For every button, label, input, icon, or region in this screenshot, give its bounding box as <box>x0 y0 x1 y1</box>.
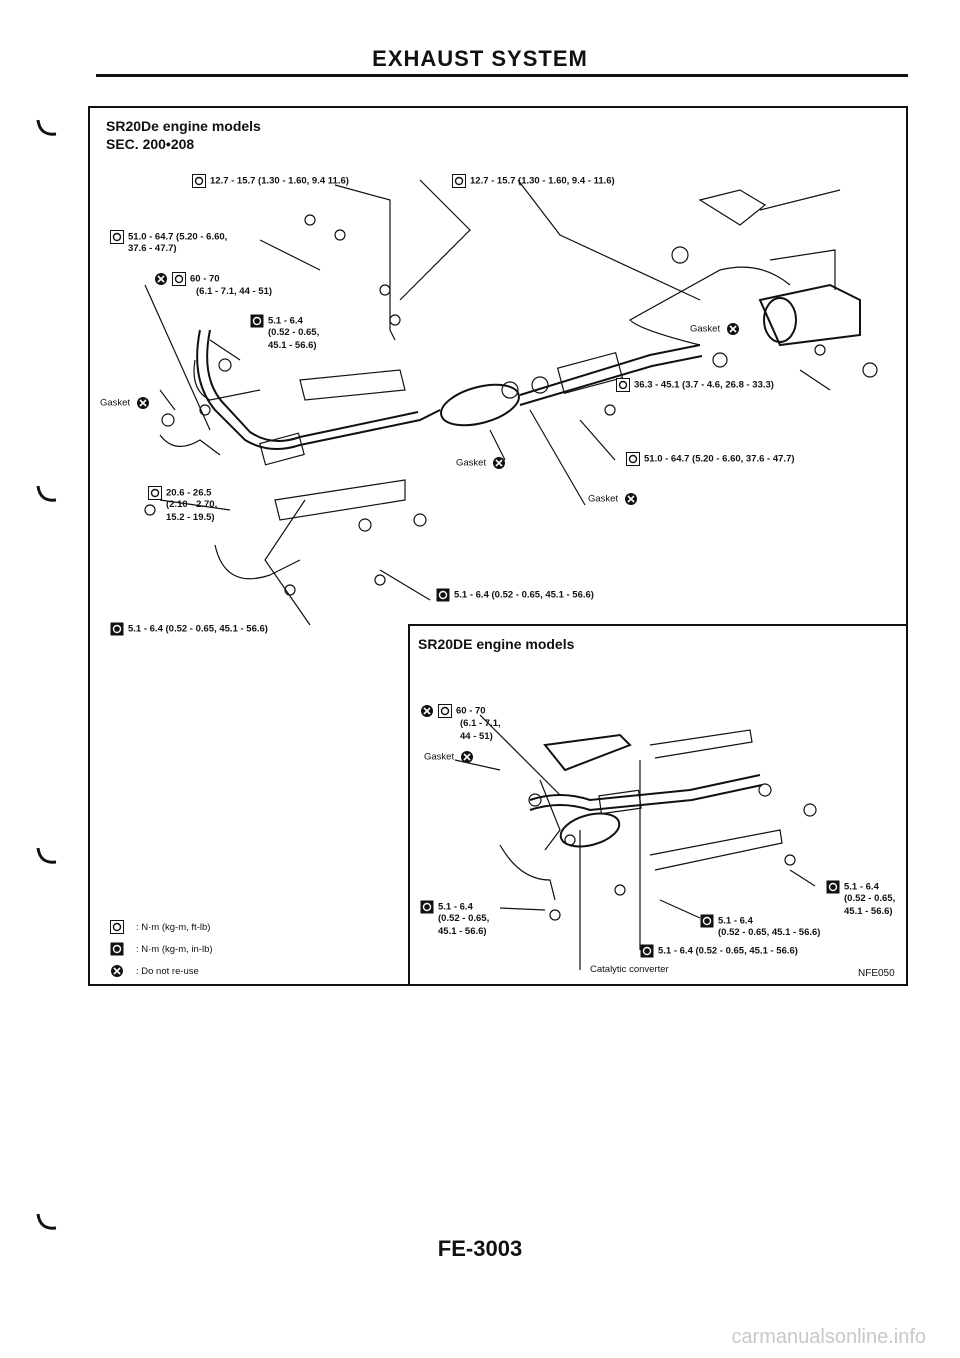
torque-label: 36.3 - 45.1 (3.7 - 4.6, 26.8 - 33.3) <box>634 379 774 391</box>
torque-label: 5.1 - 6.4 (0.52 - 0.65, 45.1 - 56.6) <box>454 589 594 601</box>
torque-label: 20.6 - 26.5 <box>166 487 212 499</box>
torque-label: 5.1 - 6.4 <box>438 901 473 913</box>
torque-label: 60 - 70 <box>456 705 486 717</box>
do-not-reuse-icon <box>726 323 739 335</box>
torque-label: (6.1 - 7.1, <box>460 718 501 729</box>
figure-code: NFE050 <box>858 968 895 979</box>
torque-label: 37.6 - 47.7) <box>128 243 177 254</box>
torque-ftlb-icon <box>110 920 124 934</box>
section-b-heading: SR20DE engine models <box>418 636 575 652</box>
do-not-reuse-icon <box>624 493 637 505</box>
section-a-heading: SR20De engine models <box>106 118 261 134</box>
torque-label: 15.2 - 19.5) <box>166 512 215 523</box>
figure-frame <box>88 106 908 986</box>
do-not-reuse-icon <box>136 397 149 409</box>
torque-label: 51.0 - 64.7 (5.20 - 6.60, 37.6 - 47.7) <box>644 453 795 465</box>
torque-ftlb-icon <box>452 174 466 188</box>
torque-ftlb-icon <box>172 272 186 286</box>
torque-label: 45.1 - 56.6) <box>268 340 317 351</box>
torque-inlb-icon <box>700 914 714 928</box>
torque-inlb-icon <box>110 942 124 956</box>
torque-ftlb-icon <box>110 230 124 244</box>
gasket-label: Gasket <box>100 397 131 409</box>
torque-label: (2.10 - 2.70, <box>166 499 218 510</box>
torque-label: 12.7 - 15.7 (1.30 - 1.60, 9.4 11.6) <box>210 175 349 187</box>
torque-label: (0.52 - 0.65, <box>844 893 896 904</box>
torque-label: 12.7 - 15.7 (1.30 - 1.60, 9.4 - 11.6) <box>470 175 615 187</box>
torque-ftlb-icon <box>438 704 452 718</box>
torque-ftlb-icon <box>148 486 162 500</box>
do-not-reuse-icon <box>492 457 505 469</box>
page-number: FE-3003 <box>437 1236 523 1261</box>
torque-inlb-icon <box>250 314 264 328</box>
catalytic-converter-label: Catalytic converter <box>590 964 669 975</box>
gasket-label: Gasket <box>588 493 619 505</box>
margin-mark-icon <box>36 1213 57 1230</box>
do-not-reuse-icon <box>155 273 167 285</box>
do-not-reuse-icon <box>421 705 433 717</box>
torque-label: (0.52 - 0.65, 45.1 - 56.6) <box>718 927 821 938</box>
legend-item: : N·m (kg-m, ft-lb) <box>110 920 210 934</box>
legend-item: : Do not re-use <box>110 964 199 978</box>
legend-item: : N·m (kg-m, in-lb) <box>110 942 213 956</box>
section-divider-horizontal <box>408 624 908 626</box>
title-rule <box>96 74 908 77</box>
margin-mark-icon <box>36 119 57 136</box>
do-not-reuse-icon <box>460 751 473 763</box>
torque-inlb-icon <box>110 622 124 636</box>
gasket-label: Gasket <box>424 751 455 763</box>
torque-inlb-icon <box>826 880 840 894</box>
torque-ftlb-icon <box>616 378 630 392</box>
watermark: carmanualsonline.info <box>731 1326 926 1348</box>
torque-label: (6.1 - 7.1, 44 - 51) <box>196 286 273 297</box>
torque-inlb-icon <box>420 900 434 914</box>
do-not-reuse-icon <box>111 965 123 977</box>
legend-text: : Do not re-use <box>136 965 199 977</box>
gasket-label: Gasket <box>456 457 487 469</box>
torque-label: 45.1 - 56.6) <box>844 906 893 917</box>
section-divider-vertical <box>408 624 410 986</box>
torque-label: 45.1 - 56.6) <box>438 926 487 937</box>
margin-mark-icon <box>36 485 57 502</box>
section-a-sec-code: SEC. 200•208 <box>106 136 195 152</box>
torque-ftlb-icon <box>192 174 206 188</box>
torque-label: (0.52 - 0.65, <box>268 327 320 338</box>
torque-label: 5.1 - 6.4 <box>844 881 879 893</box>
margin-mark-icon <box>36 847 57 864</box>
page-title: EXHAUST SYSTEM <box>372 46 588 71</box>
torque-label: 44 - 51) <box>460 731 493 742</box>
torque-label: 5.1 - 6.4 (0.52 - 0.65, 45.1 - 56.6) <box>128 623 268 635</box>
torque-label: 5.1 - 6.4 <box>268 315 303 327</box>
torque-label: 51.0 - 64.7 (5.20 - 6.60, <box>128 231 228 243</box>
torque-label: 60 - 70 <box>190 273 220 285</box>
legend-text: : N·m (kg-m, ft-lb) <box>136 921 211 933</box>
torque-inlb-icon <box>640 944 654 958</box>
torque-label: (0.52 - 0.65, <box>438 913 490 924</box>
torque-ftlb-icon <box>626 452 640 466</box>
torque-inlb-icon <box>436 588 450 602</box>
legend-text: : N·m (kg-m, in-lb) <box>136 943 213 955</box>
torque-label: 5.1 - 6.4 <box>718 915 753 927</box>
gasket-label: Gasket <box>690 323 721 335</box>
torque-label: 5.1 - 6.4 (0.52 - 0.65, 45.1 - 56.6) <box>658 945 798 957</box>
